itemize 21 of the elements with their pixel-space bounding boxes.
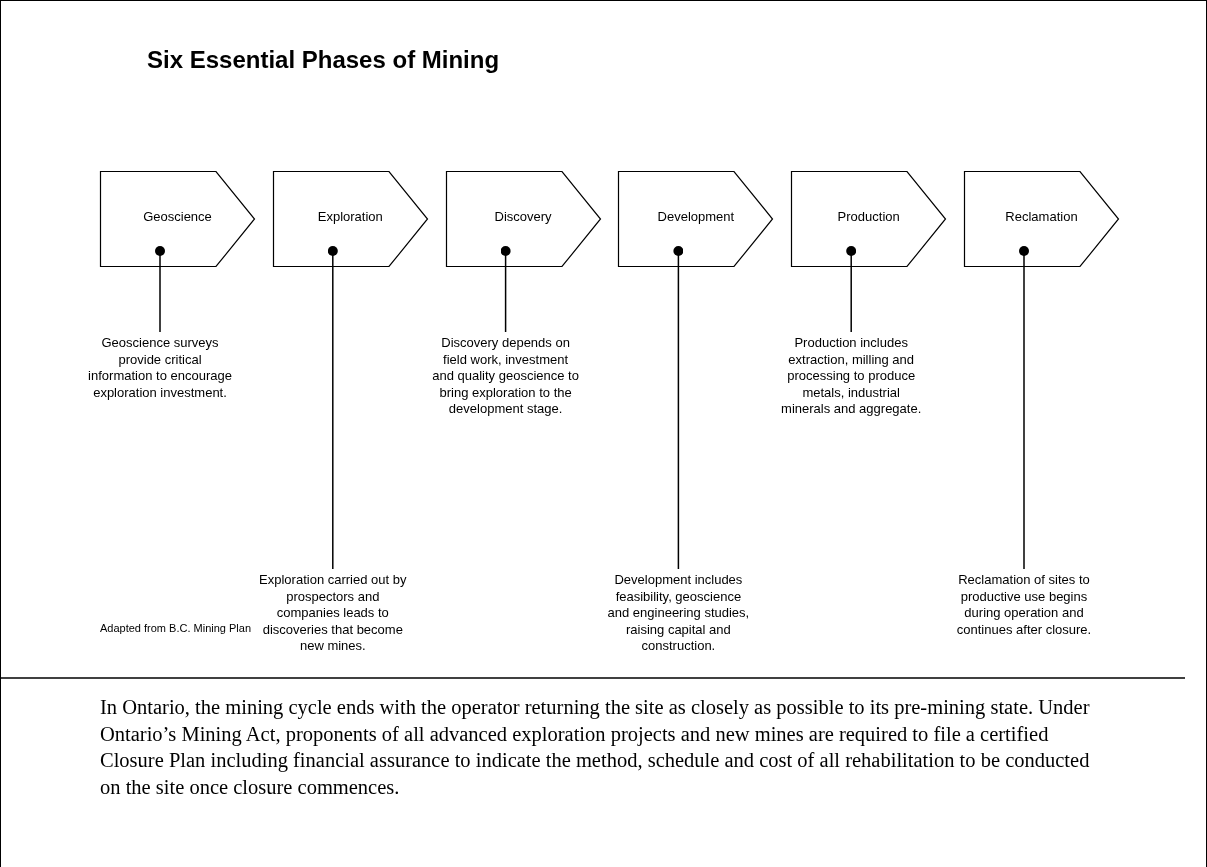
leader-line	[673, 246, 684, 570]
phase-name: Production	[836, 209, 901, 224]
phase-description: Geoscience surveys provide critical information to encourage exploration investment.	[87, 335, 233, 401]
phase-name: Development	[656, 209, 736, 224]
phase-description: Development includes feasibility, geoscience and engineering studies, raising capital and construction.	[606, 572, 751, 655]
caption-paragraph: In Ontario, the mining cycle ends with the operator returning the site as closely as possible to its pre-mining state. Under Ontario’s Mining Act, proponents of all advanced exploration projects and new mines are required to file a certified Closure Plan including financial assurance to indicate the method, schedule and cost of all rehabilitation to be conducted on the site once closure commences.	[100, 695, 1091, 800]
phase-description: Discovery depends on field work, investment and quality geoscience to bring exploration to the development stage.	[431, 335, 580, 418]
diagram-title: Six Essential Phases of Mining	[147, 46, 500, 74]
source-note: Adapted from B.C. Mining Plan	[100, 622, 252, 634]
phase-name: Reclamation	[1004, 209, 1079, 224]
phase-description: Exploration carried out by prospectors and companies leads to discoveries that become new mines.	[258, 572, 408, 655]
leader-line	[846, 246, 857, 333]
leader-line	[1019, 246, 1029, 570]
leader-line	[155, 246, 165, 333]
leader-line	[500, 246, 511, 333]
phase-description: Production includes extraction, milling and processing to produce metals, industrial minerals and aggregate.	[780, 335, 923, 418]
phase-name: Exploration	[316, 209, 384, 224]
phase-name: Discovery	[493, 209, 553, 224]
phase-name: Geoscience	[142, 209, 213, 224]
leader-line	[327, 246, 338, 570]
phase-description: Reclamation of sites to productive use begins during operation and continues after closure.	[955, 572, 1093, 638]
